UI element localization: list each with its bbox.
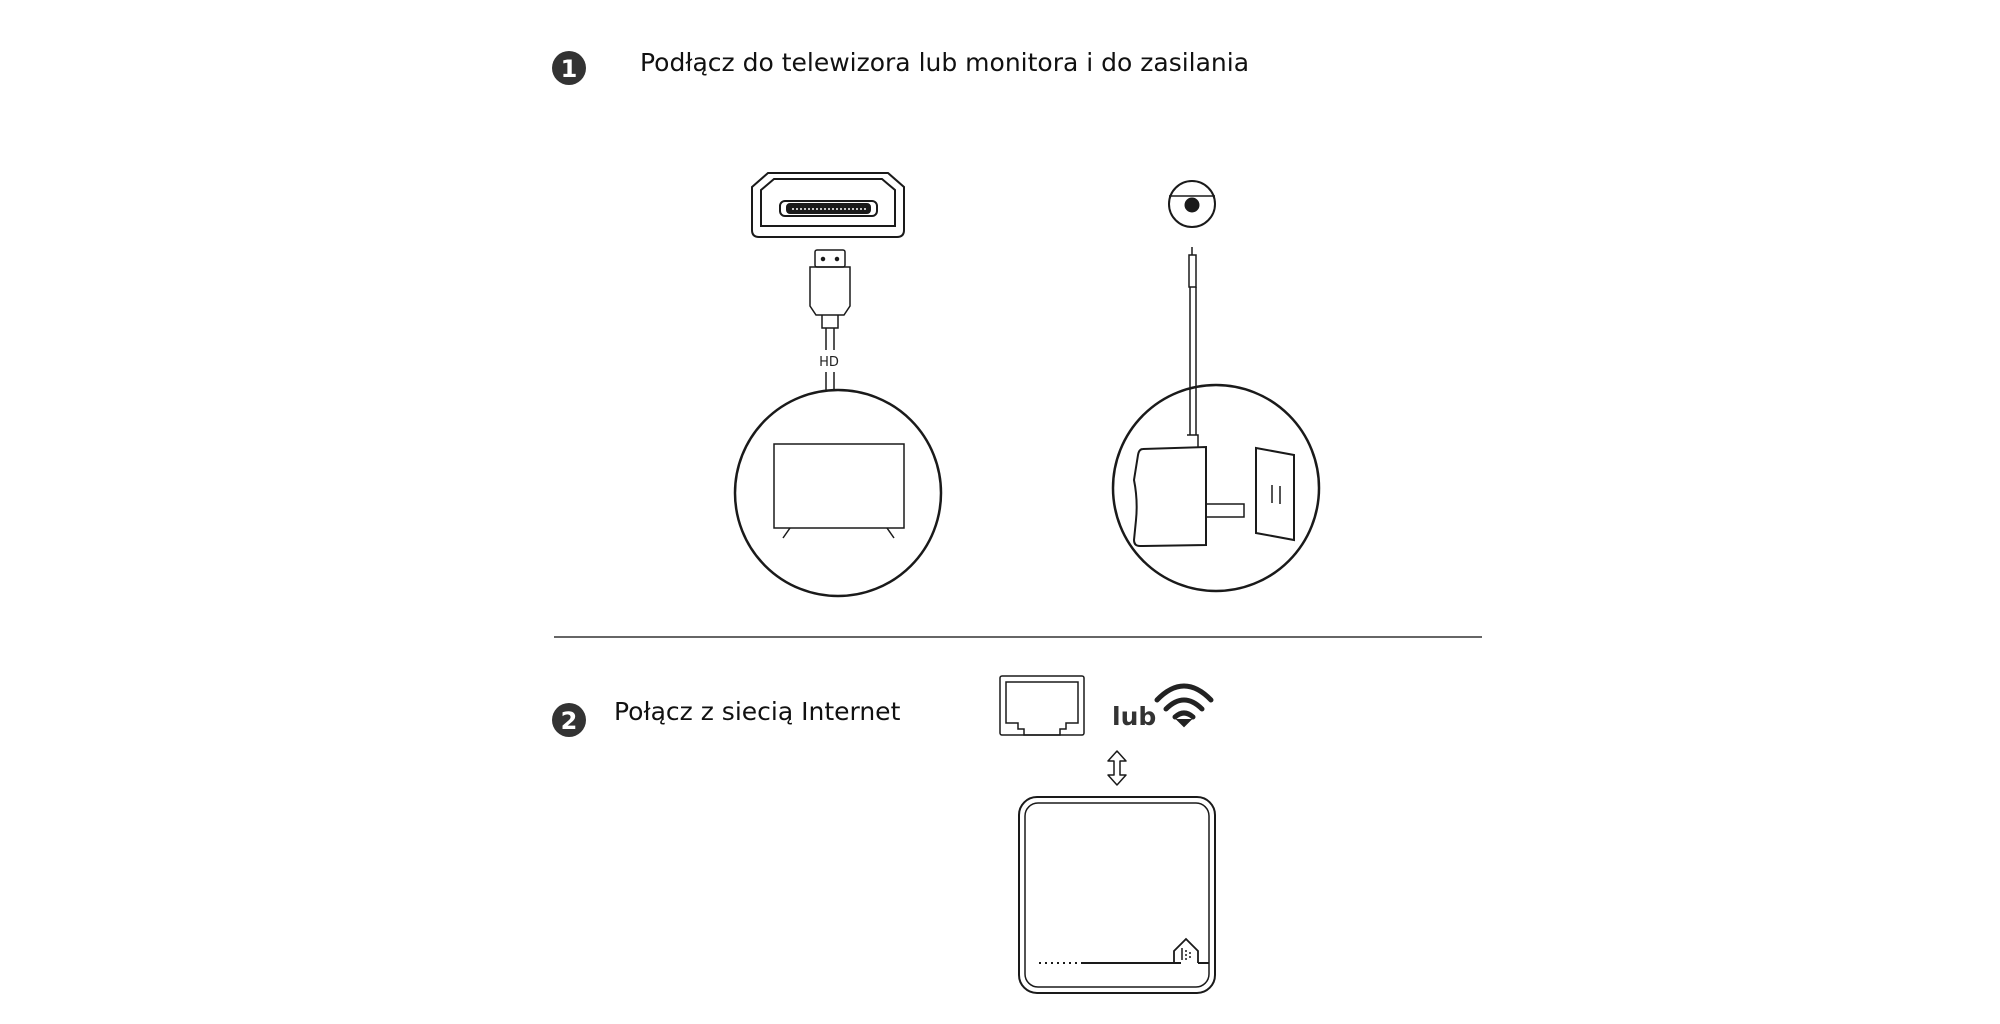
wifi-icon [1154, 683, 1214, 728]
or-label: lub [1112, 702, 1156, 731]
tv-icon [733, 388, 943, 598]
step-1-title: Podłącz do telewizora lub monitora i do … [640, 48, 1250, 77]
step-2-number: 2 [561, 707, 578, 735]
hdmi-port-icon [751, 172, 905, 238]
power-adapter-icon [1111, 247, 1321, 593]
hdmi-plug-icon [809, 249, 851, 390]
step-1-badge: 1 [552, 51, 586, 85]
streaming-box-icon [1018, 796, 1216, 994]
step-2-title: Połącz z siecią Internet [614, 697, 901, 726]
step-1-number: 1 [561, 55, 578, 83]
bidirectional-arrow-icon [1107, 750, 1127, 786]
ethernet-port-icon [999, 675, 1085, 736]
hd-label: HD [819, 355, 839, 370]
dc-power-port-icon [1168, 180, 1216, 228]
step-2-badge: 2 [552, 703, 586, 737]
